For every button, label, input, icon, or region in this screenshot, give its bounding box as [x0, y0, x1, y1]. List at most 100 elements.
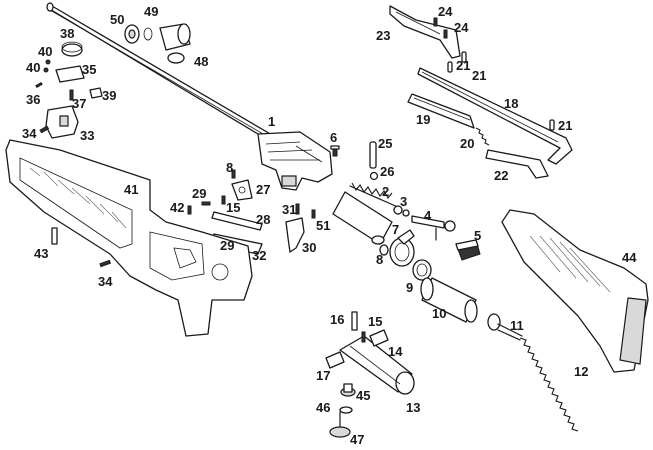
label-part-15a: 15 [368, 314, 382, 329]
part-46-washer [339, 406, 353, 414]
label-part-8b: 8 [376, 252, 383, 267]
label-part-21b: 21 [472, 68, 486, 83]
part-5-block [455, 239, 481, 261]
label-part-5: 5 [474, 228, 481, 243]
label-part-38: 38 [60, 26, 74, 41]
part-15b-pin [221, 195, 226, 205]
label-part-35: 35 [82, 62, 96, 77]
label-part-29b: 29 [220, 238, 234, 253]
label-part-47: 47 [350, 432, 364, 447]
part-43-screw [51, 227, 58, 245]
label-part-36: 36 [26, 92, 40, 107]
part-49-oring [143, 27, 153, 41]
part-42-pin [187, 205, 192, 215]
label-part-13: 13 [406, 400, 420, 415]
label-part-26: 26 [380, 164, 394, 179]
label-part-49: 49 [144, 4, 158, 19]
label-part-41: 41 [124, 182, 138, 197]
part-24-screws [433, 17, 448, 39]
part-33-sight-base [45, 105, 79, 139]
label-part-1: 1 [268, 114, 275, 129]
part-8-small-ring [379, 244, 389, 256]
part-18-rail [417, 67, 573, 165]
label-part-32: 32 [252, 248, 266, 263]
part-spring-guide [349, 182, 401, 209]
part-47-knob [329, 411, 351, 438]
label-part-28: 28 [256, 212, 270, 227]
part-11-guide-rod [487, 313, 523, 341]
label-part-15b: 15 [226, 200, 240, 215]
part-8b-pin [231, 169, 236, 179]
part-17-block [325, 351, 345, 369]
part-labels: 1 2 3 4 5 6 7 8 8 9 10 11 12 13 14 15 15… [22, 4, 637, 447]
part-3-washer [393, 205, 410, 217]
label-part-34b: 34 [98, 274, 113, 289]
label-part-45: 45 [356, 388, 370, 403]
label-part-4: 4 [424, 208, 432, 223]
label-part-23: 23 [376, 28, 390, 43]
label-part-8a: 8 [226, 160, 233, 175]
part-25-pin [369, 141, 377, 169]
label-part-40a: 40 [38, 44, 52, 59]
part-16-pin [351, 311, 358, 331]
part-6-screw [330, 145, 340, 157]
part-45-nut [340, 383, 356, 397]
label-part-39: 39 [102, 88, 116, 103]
label-part-20: 20 [460, 136, 474, 151]
label-part-17: 17 [316, 368, 330, 383]
label-part-21c: 21 [558, 118, 572, 133]
label-part-44: 44 [622, 250, 637, 265]
part-39-block [89, 87, 103, 99]
part-bolt-tube [332, 191, 393, 245]
part-40-pins [43, 59, 51, 73]
label-part-24a: 24 [438, 4, 453, 19]
part-20-spring [475, 127, 490, 146]
part-51-pin [311, 209, 316, 219]
label-part-34a: 34 [22, 126, 37, 141]
label-part-43: 43 [34, 246, 48, 261]
label-part-11: 11 [510, 318, 524, 333]
part-7-clamp-ring [389, 229, 415, 267]
label-part-21a: 21 [456, 58, 470, 73]
part-4-pin [411, 215, 456, 241]
label-part-12: 12 [574, 364, 588, 379]
part-34b-screw [99, 259, 112, 268]
label-part-27: 27 [256, 182, 270, 197]
part-41-frame [5, 139, 253, 337]
part-12-recoil-spring [519, 337, 579, 432]
part-28-bar [211, 211, 263, 231]
label-part-42: 42 [170, 200, 184, 215]
label-part-40b: 40 [26, 60, 40, 75]
label-part-46: 46 [316, 400, 330, 415]
part-10-tube [420, 277, 478, 323]
part-9-ring [412, 259, 432, 281]
label-part-7: 7 [392, 222, 399, 237]
part-27-hammer [231, 179, 253, 201]
label-part-16: 16 [330, 312, 344, 327]
part-14-clip [369, 329, 389, 347]
label-part-33: 33 [80, 128, 94, 143]
part-26-washer [369, 171, 379, 181]
part-19-rail [407, 93, 475, 129]
part-34a-screw [39, 125, 50, 134]
label-part-37: 37 [72, 96, 86, 111]
label-part-25: 25 [378, 136, 392, 151]
label-part-51: 51 [316, 218, 330, 233]
part-21-pins [447, 51, 555, 131]
part-37-pin [69, 89, 74, 101]
part-13-bolt-carrier [339, 335, 415, 395]
label-part-14: 14 [388, 344, 403, 359]
part-15-pin [361, 331, 366, 343]
label-part-30: 30 [302, 240, 316, 255]
label-part-18: 18 [504, 96, 518, 111]
label-part-3: 3 [400, 194, 407, 209]
part-31-spring [295, 203, 300, 215]
part-35-plate [55, 65, 85, 83]
part-30-trigger [285, 217, 305, 253]
label-part-29a: 29 [192, 186, 206, 201]
part-44-stock [501, 209, 649, 373]
label-part-10: 10 [432, 306, 446, 321]
part-22-latch [485, 149, 549, 179]
part-23-bracket [389, 5, 461, 59]
